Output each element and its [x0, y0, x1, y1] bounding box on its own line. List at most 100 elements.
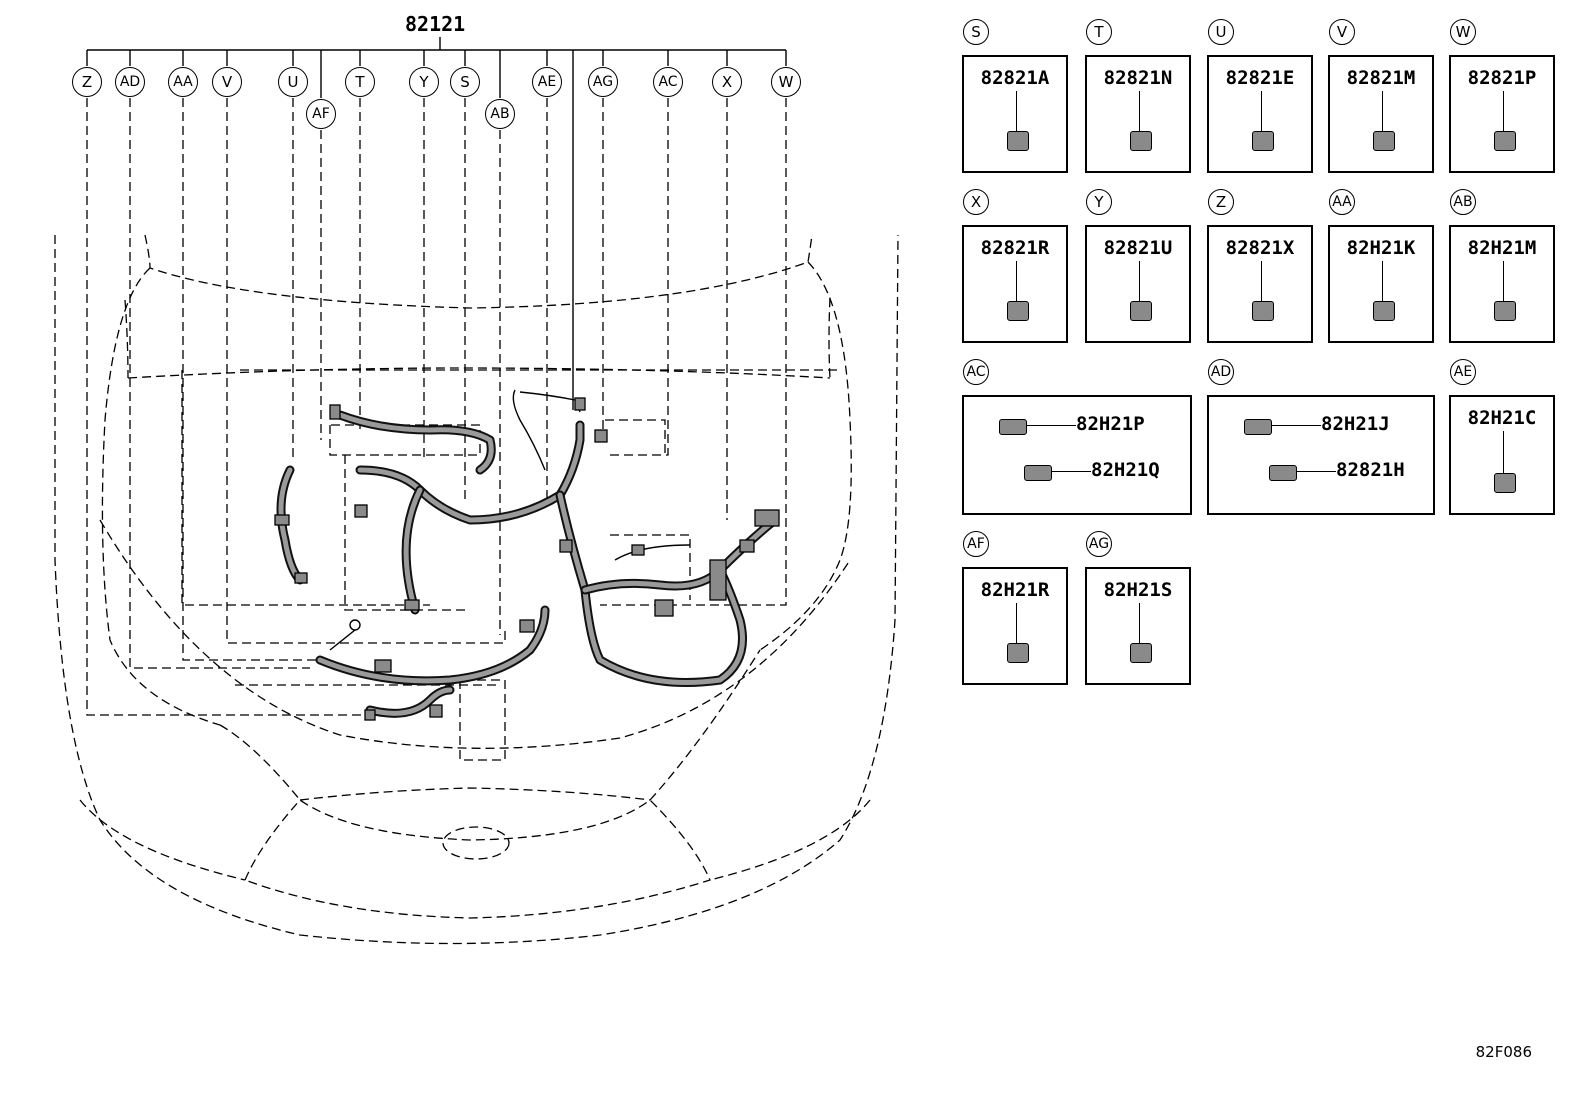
- detail-label-af: AF: [963, 531, 989, 557]
- callout-t: T: [345, 67, 375, 97]
- vehicle-outline: [54, 234, 899, 945]
- leader-line: [1051, 471, 1091, 473]
- detail-box-v: 82821M: [1328, 55, 1434, 173]
- detail-label-z: Z: [1208, 189, 1234, 215]
- leader-line: [1382, 91, 1384, 133]
- detail-box-s: 82821A: [962, 55, 1068, 173]
- part-number: 82821E: [1225, 67, 1295, 89]
- leader-line: [1139, 261, 1141, 303]
- detail-box-aa: 82H21K: [1328, 225, 1434, 343]
- connector-icon: [1494, 301, 1516, 321]
- callout-w: W: [771, 67, 801, 97]
- leader-line: [1503, 261, 1505, 303]
- callout-z: Z: [72, 67, 102, 97]
- connector-icon: [1130, 131, 1152, 151]
- diagram-code: 82F086: [1475, 1043, 1532, 1061]
- part-number: 82821X: [1225, 237, 1295, 259]
- detail-box-t: 82821N: [1085, 55, 1191, 173]
- leader-lines: [86, 37, 840, 761]
- detail-label-x: X: [963, 189, 989, 215]
- main-harness-part-number: 82121: [405, 12, 466, 36]
- detail-label-s: S: [963, 19, 989, 45]
- part-number: 82H21Q: [1091, 459, 1160, 481]
- callout-aa: AA: [168, 67, 198, 97]
- connector-icon: [1007, 131, 1029, 151]
- part-number: 82821A: [980, 67, 1050, 89]
- leader-line: [1016, 603, 1018, 645]
- connector-icon: [1130, 643, 1152, 663]
- detail-box-ae: 82H21C: [1449, 395, 1555, 515]
- callout-y: Y: [409, 67, 439, 97]
- leader-line: [1016, 91, 1018, 133]
- leader-line: [1139, 91, 1141, 133]
- detail-label-ab: AB: [1450, 189, 1476, 215]
- connector-icon: [1269, 465, 1297, 481]
- callout-ae: AE: [532, 67, 562, 97]
- part-number: 82821P: [1467, 67, 1537, 89]
- connector-icon: [1024, 465, 1052, 481]
- callout-ad: AD: [115, 67, 145, 97]
- detail-box-z: 82821X: [1207, 225, 1313, 343]
- part-number: 82H21S: [1103, 579, 1173, 601]
- leader-line: [1503, 431, 1505, 475]
- detail-label-ag: AG: [1086, 531, 1112, 557]
- callout-ac: AC: [653, 67, 683, 97]
- connector-icon: [999, 419, 1027, 435]
- detail-label-y: Y: [1086, 189, 1112, 215]
- connector-icon: [1007, 301, 1029, 321]
- connector-icon: [1252, 131, 1274, 151]
- part-number: 82H21C: [1467, 407, 1537, 429]
- part-number: 82H21M: [1467, 237, 1537, 259]
- connector-icon: [1244, 419, 1272, 435]
- part-number: 82821M: [1346, 67, 1416, 89]
- callout-v: V: [212, 67, 242, 97]
- part-number: 82H21J: [1321, 413, 1390, 435]
- engine-wire-harness: [274, 389, 780, 721]
- detail-box-x: 82821R: [962, 225, 1068, 343]
- leader-line: [1016, 261, 1018, 303]
- connector-icon: [1373, 131, 1395, 151]
- detail-label-w: W: [1450, 19, 1476, 45]
- connector-icon: [1252, 301, 1274, 321]
- detail-box-y: 82821U: [1085, 225, 1191, 343]
- connector-icon: [1007, 643, 1029, 663]
- part-number: 82821R: [980, 237, 1050, 259]
- leader-line: [1261, 261, 1263, 303]
- part-number: 82821H: [1336, 459, 1405, 481]
- callout-x: X: [712, 67, 742, 97]
- part-number: 82H21P: [1076, 413, 1145, 435]
- callout-u: U: [278, 67, 308, 97]
- detail-label-t: T: [1086, 19, 1112, 45]
- detail-label-ae: AE: [1450, 359, 1476, 385]
- detail-label-v: V: [1329, 19, 1355, 45]
- connector-icon: [1494, 131, 1516, 151]
- detail-box-u: 82821E: [1207, 55, 1313, 173]
- detail-box-ab: 82H21M: [1449, 225, 1555, 343]
- detail-label-ad: AD: [1208, 359, 1234, 385]
- detail-box-af: 82H21R: [962, 567, 1068, 685]
- leader-line: [1503, 91, 1505, 133]
- leader-line: [1271, 425, 1321, 427]
- leader-line: [1296, 471, 1336, 473]
- detail-label-aa: AA: [1329, 189, 1355, 215]
- leader-line: [1261, 91, 1263, 133]
- detail-box-w: 82821P: [1449, 55, 1555, 173]
- detail-box-ag: 82H21S: [1085, 567, 1191, 685]
- connector-icon: [1494, 473, 1516, 493]
- detail-box-ac: 82H21P 82H21Q: [962, 395, 1192, 515]
- part-number: 82H21R: [980, 579, 1050, 601]
- leader-line: [1382, 261, 1384, 303]
- leader-line: [1026, 425, 1076, 427]
- part-number: 82821N: [1103, 67, 1173, 89]
- callout-af: AF: [306, 99, 336, 129]
- callout-s: S: [450, 67, 480, 97]
- part-number: 82821U: [1103, 237, 1173, 259]
- detail-label-ac: AC: [963, 359, 989, 385]
- detail-box-ad: 82H21J 82821H: [1207, 395, 1435, 515]
- leader-line: [1139, 603, 1141, 645]
- detail-label-u: U: [1208, 19, 1234, 45]
- connector-icon: [1373, 301, 1395, 321]
- callout-ab: AB: [485, 99, 515, 129]
- callout-ag: AG: [588, 67, 618, 97]
